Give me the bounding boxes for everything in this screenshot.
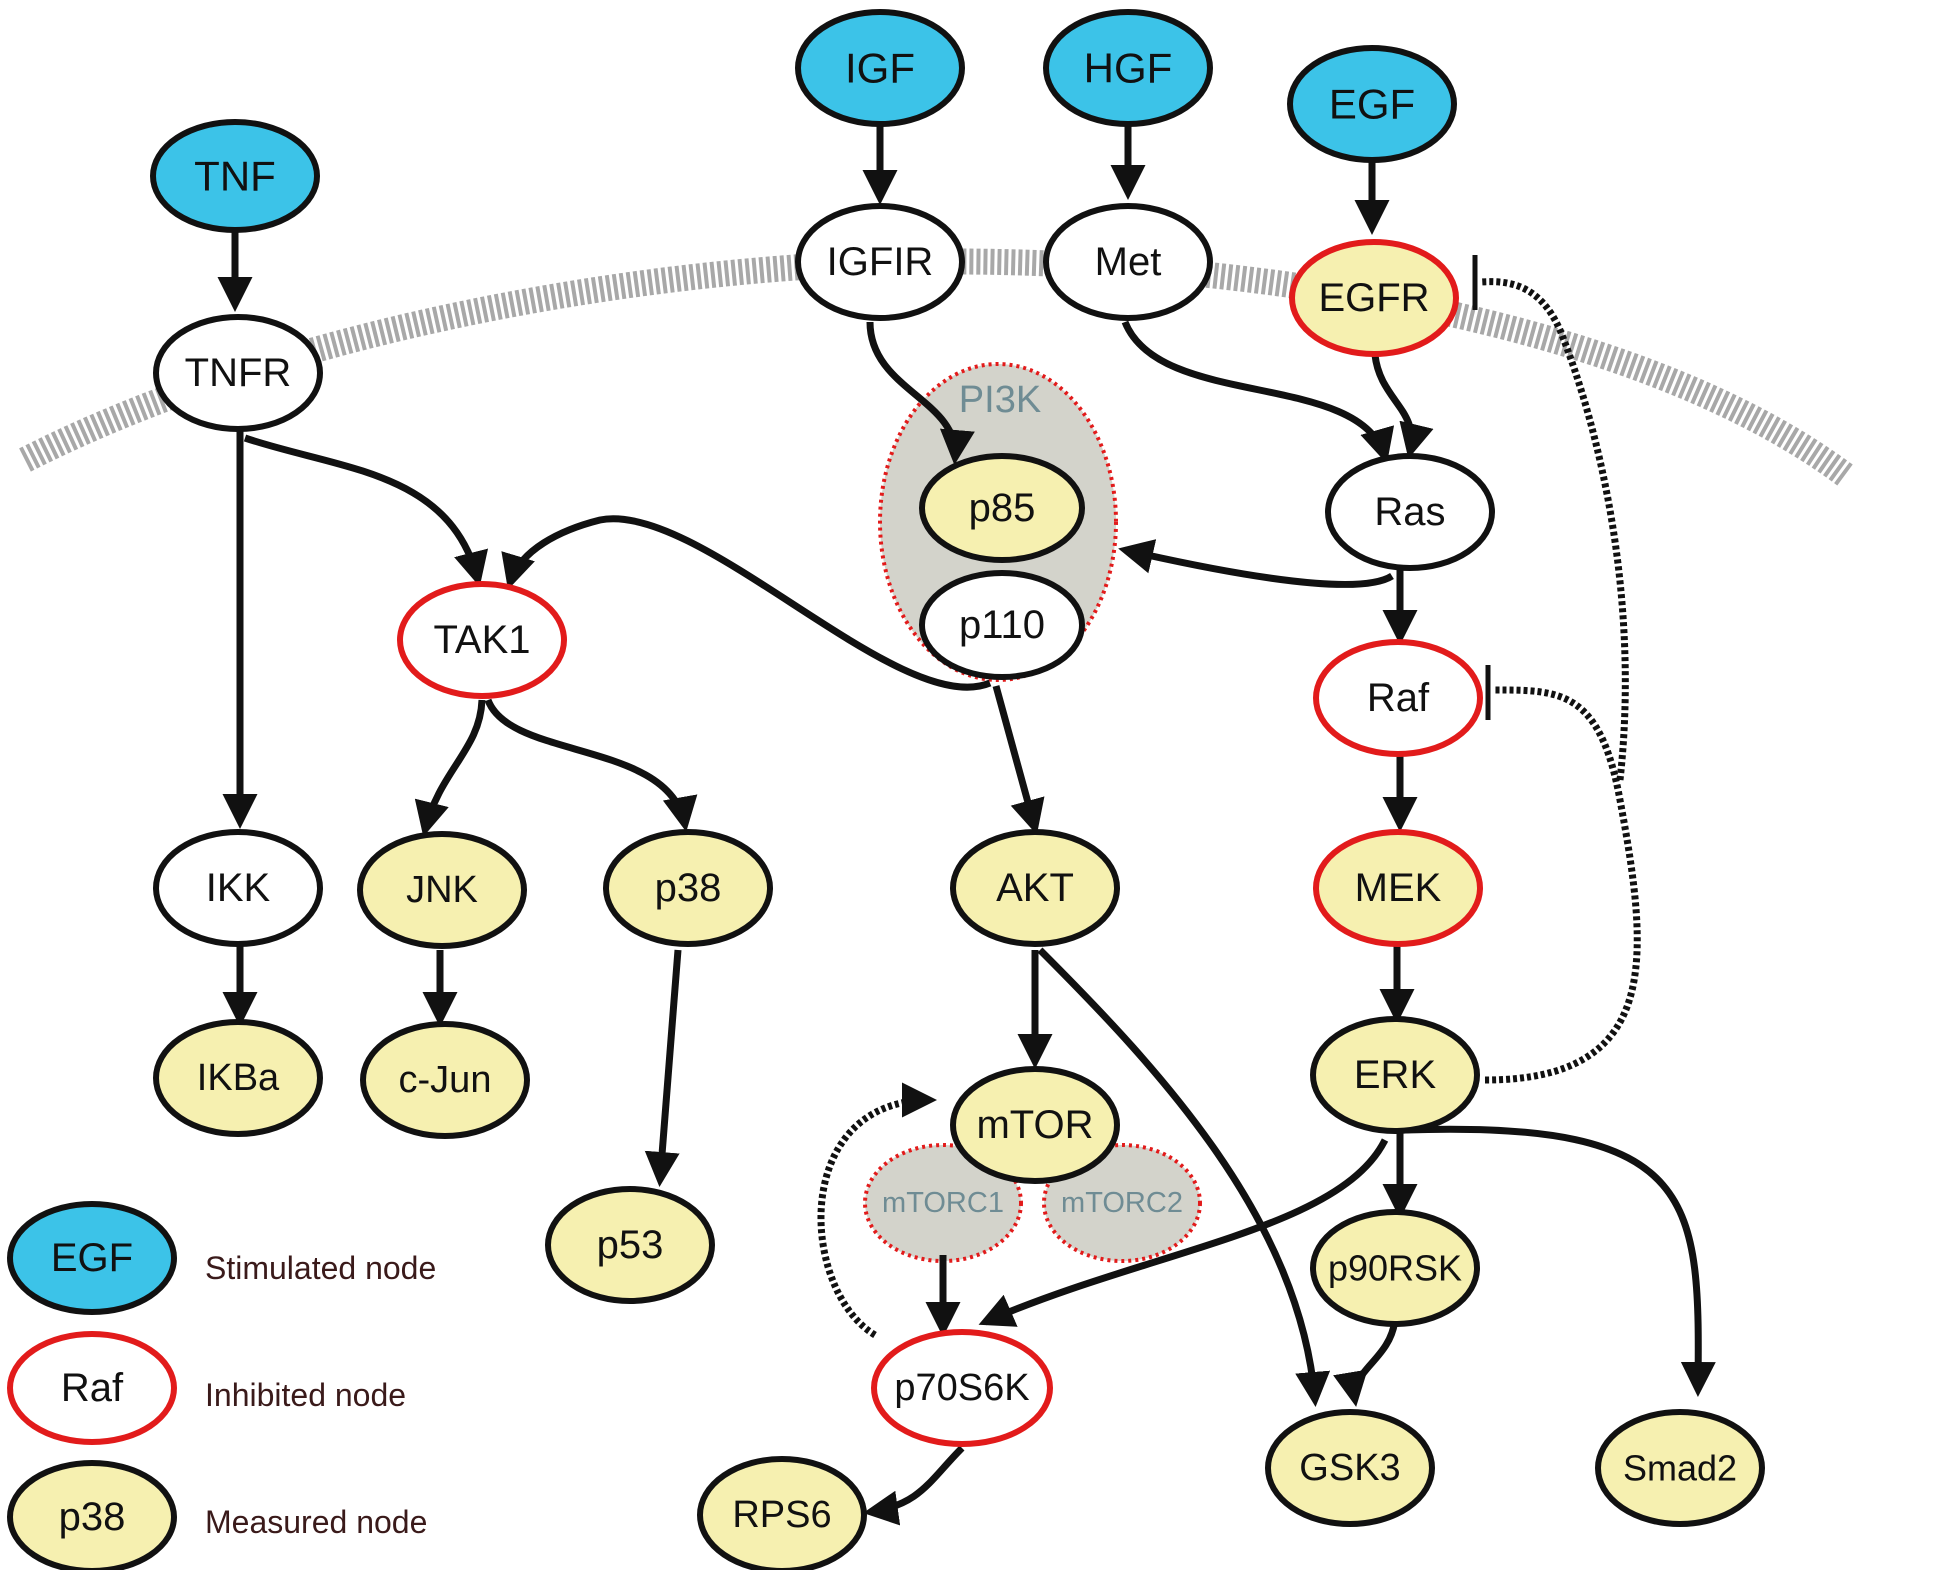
node-p70s6k: p70S6K — [871, 1329, 1053, 1447]
feedback-p70s6k-mtor — [817, 1082, 937, 1338]
svg-text:mTOR: mTOR — [976, 1103, 1093, 1147]
svg-text:Met: Met — [1095, 240, 1162, 284]
node-akt: AKT — [950, 829, 1120, 947]
edge-erk-p70s6k — [978, 1138, 1389, 1327]
svg-text:TNF: TNF — [194, 153, 276, 200]
node-erk: ERK — [1310, 1016, 1480, 1134]
edge-tnfr-tak1 — [243, 434, 489, 587]
node-igfir: IGFIR — [795, 203, 965, 321]
svg-text:Raf: Raf — [1367, 676, 1430, 720]
svg-text:ERK: ERK — [1354, 1053, 1437, 1097]
mtorc2-group: mTORC2 — [1042, 1143, 1202, 1263]
node-igf: IGF — [795, 9, 965, 127]
node-rps6: RPS6 — [697, 1456, 867, 1570]
svg-text:p85: p85 — [969, 486, 1036, 530]
svg-text:HGF: HGF — [1084, 45, 1173, 92]
mtorc1-group: mTORC1 — [863, 1143, 1023, 1263]
nodes: TNF IGF HGF EGF TNFR IGFIR Met EG — [150, 9, 1765, 1570]
svg-text:p38: p38 — [59, 1495, 126, 1539]
feedback-edges — [817, 278, 1641, 1338]
svg-text:GSK3: GSK3 — [1299, 1447, 1400, 1489]
node-cjun: c-Jun — [360, 1021, 530, 1139]
svg-text:p53: p53 — [597, 1223, 664, 1267]
node-gsk3: GSK3 — [1265, 1409, 1435, 1527]
node-mtor: mTOR — [950, 1066, 1120, 1184]
legend-stimulated-label: Stimulated node — [205, 1250, 436, 1286]
edge-p90rsk-gsk3 — [1333, 1319, 1399, 1407]
svg-text:Ras: Ras — [1374, 490, 1445, 534]
svg-text:MEK: MEK — [1355, 866, 1442, 910]
svg-text:Raf: Raf — [61, 1366, 124, 1410]
node-jnk: JNK — [357, 831, 527, 949]
node-p53: p53 — [545, 1186, 715, 1304]
node-hgf: HGF — [1043, 9, 1213, 127]
edge-p110-tak1 — [501, 515, 992, 691]
node-p110: p110 — [919, 570, 1085, 680]
legend: EGF Stimulated node Raf Inhibited node p… — [7, 1201, 436, 1570]
svg-text:EGFR: EGFR — [1318, 276, 1429, 320]
node-met: Met — [1043, 203, 1213, 321]
edge-erk-smad2 — [1404, 1125, 1716, 1397]
svg-text:Smad2: Smad2 — [1623, 1448, 1737, 1489]
node-ikk: IKK — [153, 829, 323, 947]
node-ras: Ras — [1325, 453, 1495, 571]
mtorc2-label: mTORC2 — [1061, 1187, 1183, 1219]
svg-text:JNK: JNK — [406, 869, 478, 911]
svg-text:TNFR: TNFR — [185, 351, 292, 395]
edge-egfr-ras — [1371, 354, 1434, 459]
legend-measured-label: Measured node — [205, 1504, 427, 1540]
node-egfr: EGFR — [1289, 239, 1459, 357]
svg-text:TAK1: TAK1 — [433, 618, 530, 662]
feedback-erk-raf — [1484, 686, 1641, 1084]
svg-text:AKT: AKT — [996, 866, 1074, 910]
svg-text:p38: p38 — [655, 866, 722, 910]
edges — [217, 122, 1716, 1526]
svg-text:EGF: EGF — [1329, 81, 1415, 128]
edge-akt-gsk3 — [1037, 947, 1331, 1407]
svg-text:IKBa: IKBa — [197, 1057, 280, 1099]
legend-inhibited: Raf Inhibited node — [7, 1331, 406, 1445]
edge-ras-p110 — [1118, 539, 1394, 588]
svg-text:IGF: IGF — [845, 45, 915, 92]
node-p38: p38 — [603, 829, 773, 947]
svg-text:p110: p110 — [959, 603, 1045, 647]
edge-p110-akt — [992, 685, 1045, 835]
svg-text:p70S6K: p70S6K — [894, 1367, 1029, 1409]
node-mek: MEK — [1313, 829, 1483, 947]
node-tak1: TAK1 — [397, 581, 567, 699]
legend-inhibited-label: Inhibited node — [205, 1377, 406, 1413]
mtorc1-label: mTORC1 — [882, 1187, 1004, 1219]
edge-tak1-jnk — [414, 699, 486, 837]
feedback-erk-egfr — [1479, 278, 1629, 781]
svg-text:IKK: IKK — [206, 866, 271, 910]
inhibition-bars — [1472, 255, 1491, 720]
edge-tak1-p38 — [484, 698, 698, 832]
svg-text:IGFIR: IGFIR — [827, 240, 934, 284]
pi3k-label: PI3K — [959, 379, 1041, 421]
edge-met-ras — [1121, 320, 1395, 464]
svg-text:EGF: EGF — [51, 1236, 133, 1280]
edge-p38-p53 — [644, 949, 682, 1187]
node-tnf: TNF — [150, 119, 320, 233]
node-p90rsk: p90RSK — [1310, 1209, 1480, 1327]
node-smad2: Smad2 — [1595, 1409, 1765, 1527]
legend-measured: p38 Measured node — [7, 1460, 427, 1570]
node-egf: EGF — [1287, 45, 1457, 163]
edge-p70s6k-rps6 — [863, 1445, 965, 1526]
node-ikba: IKBa — [153, 1019, 323, 1137]
legend-stimulated: EGF Stimulated node — [7, 1201, 436, 1315]
node-raf: Raf — [1313, 639, 1483, 757]
node-p85: p85 — [919, 453, 1085, 563]
edge-igfir-p85 — [866, 321, 975, 465]
svg-text:p90RSK: p90RSK — [1328, 1248, 1462, 1289]
svg-text:RPS6: RPS6 — [732, 1494, 831, 1536]
node-tnfr: TNFR — [153, 314, 323, 432]
svg-text:c-Jun: c-Jun — [399, 1059, 492, 1101]
